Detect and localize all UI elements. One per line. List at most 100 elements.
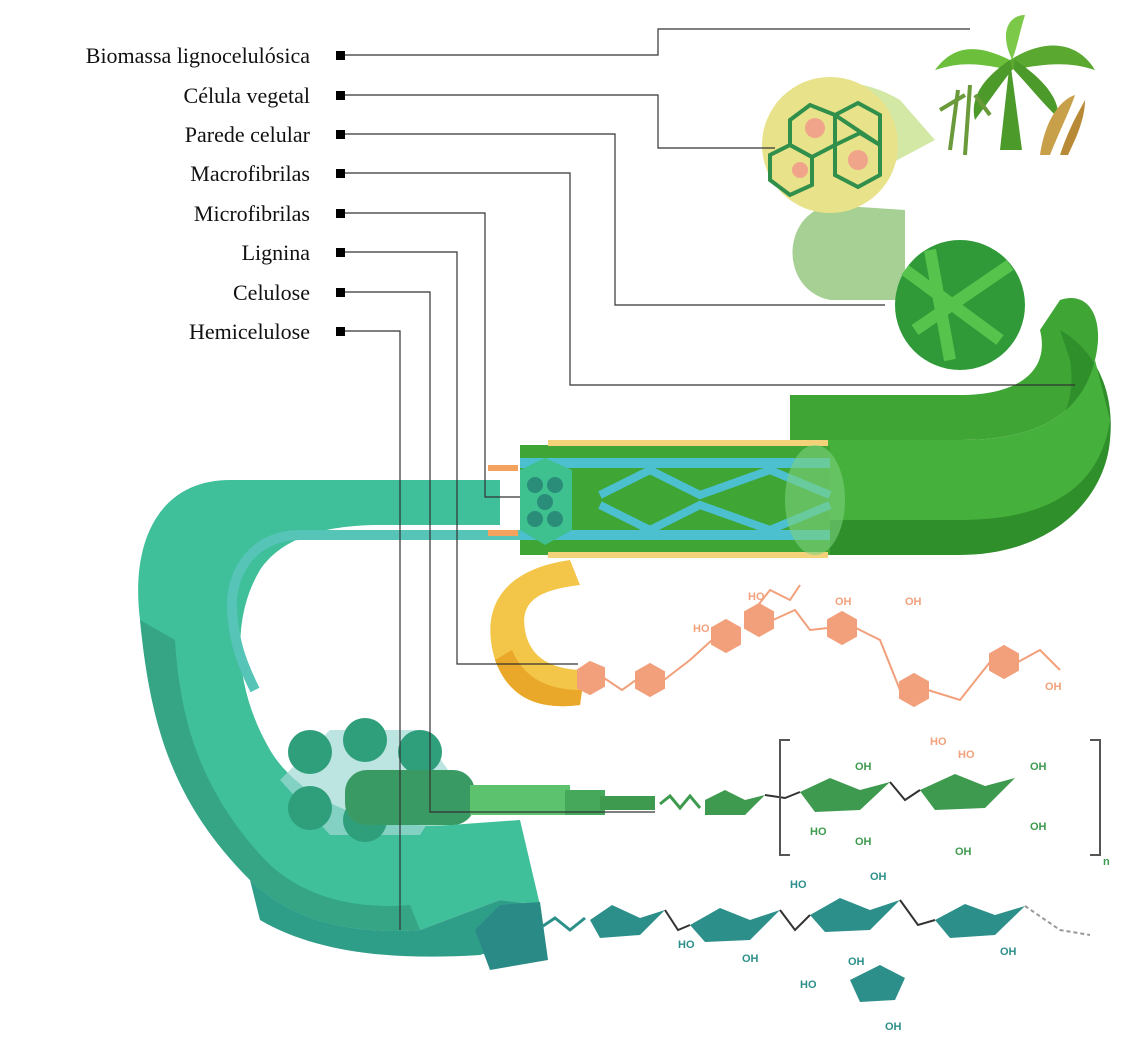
lignin-bond xyxy=(1018,650,1060,670)
lignin-oh-label: HO xyxy=(693,623,710,635)
cellulose-oh-label: OH xyxy=(955,846,972,858)
cellulose-n-label: n xyxy=(1103,856,1110,868)
lignin-bond xyxy=(928,662,990,700)
ribbon-face xyxy=(138,480,540,931)
lignin-ring xyxy=(990,646,1018,678)
hemicellulose-furanose xyxy=(850,965,905,1002)
bundle-end-circle xyxy=(527,511,543,527)
lignin-oh-label: HO xyxy=(930,736,947,748)
hemicellulose-oh-label: OH xyxy=(885,1021,902,1033)
lignin-oh-label: OH xyxy=(1045,681,1062,693)
hemicellulose-bond xyxy=(665,910,690,930)
hemicellulose-ring xyxy=(810,898,900,932)
cellulose-ho-label: HO xyxy=(930,786,947,798)
hemicellulose-ring xyxy=(690,908,780,942)
bundle-strand-1 xyxy=(520,458,830,468)
lignin-strand xyxy=(490,560,585,706)
lignin-ring xyxy=(828,612,856,644)
hemicellulose-ring xyxy=(590,905,665,938)
hemicellulose-oh-label: OH xyxy=(870,871,887,883)
cellulose-structure xyxy=(660,740,1100,855)
lignin-ring xyxy=(900,674,928,706)
cell-wall-zoom xyxy=(793,205,1026,370)
hemicellulose-ho-label: HO xyxy=(790,879,807,891)
lignin-oh-label: HO xyxy=(958,749,975,761)
cellulose-ho-label: HO xyxy=(810,826,827,838)
bundle-strand-tip xyxy=(488,465,518,471)
label-marker xyxy=(336,130,345,139)
label-marker xyxy=(336,288,345,297)
microfibril-bundle xyxy=(488,440,845,558)
palm-leaf xyxy=(1006,15,1025,60)
cellulose-rod-mid xyxy=(470,785,570,815)
biomass-plants xyxy=(935,15,1095,155)
cellulose-ring xyxy=(705,790,765,815)
hemicellulose-bond xyxy=(540,918,585,930)
cellulose-rod-tip xyxy=(565,790,605,815)
label-marker xyxy=(336,169,345,178)
cross-section-fiber xyxy=(398,730,442,774)
fibril-ribbon xyxy=(138,480,548,970)
lignin-oh-label: OH xyxy=(905,596,922,608)
plant-cell-organelle xyxy=(848,150,868,170)
plant-cell-zoom xyxy=(762,77,935,213)
lignin-structure xyxy=(578,585,1060,706)
cellulose-strand xyxy=(600,796,655,810)
hemicellulose-oh-label: OH xyxy=(742,953,759,965)
bundle-strand-tip xyxy=(488,530,518,536)
leader-biomassa xyxy=(345,29,970,55)
hemicellulose-ring xyxy=(935,904,1025,938)
ribbon-thin-strand xyxy=(232,535,520,690)
cellulose-bond xyxy=(660,796,700,808)
label-marker xyxy=(336,51,345,60)
lignin-oh-label: OH xyxy=(835,596,852,608)
leader-celula-vegetal xyxy=(345,95,775,148)
hemicellulose-oh-label: OH xyxy=(848,956,865,968)
lignin-bond xyxy=(856,628,900,690)
bundle-end-circle xyxy=(527,477,543,493)
cellulose-bracket-right xyxy=(1090,740,1100,855)
lignin-ring xyxy=(745,604,773,636)
cellulose-oh-label: OH xyxy=(1030,761,1047,773)
lignin-bond xyxy=(604,678,636,690)
hemicellulose-labels: HO OH HO OH OH HO OH OH xyxy=(678,871,1017,1033)
cross-section-fiber xyxy=(288,786,332,830)
cellulose-oh-label: OH xyxy=(855,836,872,848)
palm-leaf xyxy=(1014,60,1058,118)
leader-microfibrilas xyxy=(345,213,520,497)
label-marker xyxy=(336,327,345,336)
lignin-ring xyxy=(636,664,664,696)
hemicellulose-bond xyxy=(900,900,935,925)
cross-section-fiber xyxy=(343,718,387,762)
cellulose-bond xyxy=(765,792,800,798)
lignin-bond xyxy=(664,640,712,680)
cellulose-oh-label: OH xyxy=(855,761,872,773)
lignin-bond xyxy=(773,610,828,630)
label-marker xyxy=(336,248,345,257)
hemicellulose-ho-label: HO xyxy=(678,939,695,951)
bundle-lignin-top xyxy=(548,440,828,446)
lignin-oh-label: HO xyxy=(748,591,765,603)
label-marker xyxy=(336,91,345,100)
plant-cell-organelle xyxy=(805,118,825,138)
lignin-ring xyxy=(712,620,740,652)
cellulose-ring xyxy=(800,778,890,812)
lignin-ring xyxy=(578,662,604,694)
cellulose-rod xyxy=(345,770,475,825)
cross-section-fiber xyxy=(288,730,332,774)
hemicellulose-oh-label: OH xyxy=(1000,946,1017,958)
bundle-lignin-bottom xyxy=(548,552,828,558)
cellulose-bond xyxy=(890,782,920,800)
hemicellulose-bond xyxy=(780,910,810,930)
hemicellulose-continuation xyxy=(1025,906,1090,935)
bundle-end-circle xyxy=(537,494,553,510)
hemicellulose-ho-label: HO xyxy=(800,979,817,991)
bundle-end-circle xyxy=(547,511,563,527)
cell-wall-cone xyxy=(793,205,906,300)
palm-leaf xyxy=(935,49,1010,70)
bundle-tube-opening xyxy=(785,445,845,555)
label-marker xyxy=(336,209,345,218)
cellulose-oh-label: OH xyxy=(1030,821,1047,833)
plant-cell-organelle xyxy=(792,162,808,178)
